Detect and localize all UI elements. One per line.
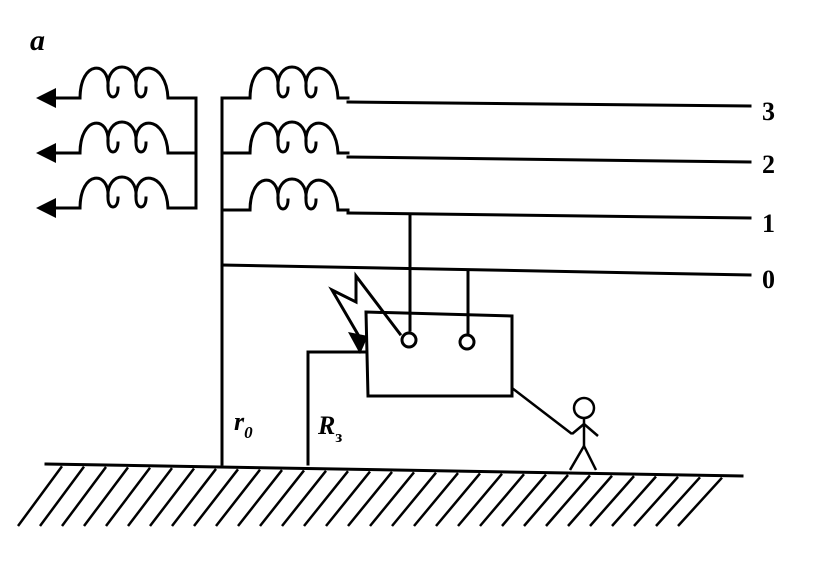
ground-hatch-line — [171, 468, 217, 527]
ground-hatch-line — [457, 473, 503, 527]
coil-icon — [78, 65, 198, 100]
line-label-3: 3 — [762, 97, 775, 126]
equipment-enclosure — [364, 212, 514, 398]
coil-icon — [248, 65, 350, 100]
ground-hatch-icon — [16, 462, 744, 527]
ground-hatch-line — [83, 466, 129, 527]
secondary-winding — [220, 65, 752, 466]
R3-label: Rз — [317, 411, 342, 446]
arrow-left-icon — [36, 198, 56, 218]
line-label-2: 2 — [762, 150, 775, 179]
panel-label: a — [30, 24, 45, 57]
line-label-1: 1 — [762, 209, 775, 238]
ground-hatch-line — [237, 469, 283, 527]
ground-hatch-line — [435, 472, 481, 527]
line-label-0: 0 — [762, 265, 775, 294]
enclosure-ground-wire — [306, 350, 368, 466]
ground-hatch-line — [523, 474, 569, 527]
ground-hatch-line — [369, 471, 415, 527]
arrow-left-icon — [36, 143, 56, 163]
ground-hatch-line — [633, 476, 679, 527]
ground-hatch-line — [303, 470, 349, 527]
ground-hatch-line — [38, 465, 86, 527]
ground-hatch-line — [127, 467, 173, 527]
line-3 — [346, 100, 752, 108]
line-2 — [346, 155, 752, 164]
ground-hatch-line — [677, 476, 723, 527]
ground-hatch-line — [479, 473, 525, 527]
terminal-line-1 — [400, 331, 418, 349]
line-1 — [346, 211, 752, 220]
coil-icon — [78, 175, 198, 210]
ground-hatch-line — [545, 474, 591, 527]
ground-hatch-line — [501, 473, 547, 527]
line-0 — [220, 263, 752, 277]
ground-hatch-line — [193, 468, 239, 527]
ground-hatch-line — [655, 476, 701, 527]
ground-hatch-line — [391, 471, 437, 527]
ground-hatch-line — [149, 467, 195, 527]
ground-hatch-line — [413, 472, 459, 527]
ground-hatch-line — [325, 470, 371, 527]
ground-hatch-line — [567, 474, 613, 527]
person-icon — [511, 387, 599, 471]
coil-icon — [248, 120, 350, 155]
r0-label: r0 — [234, 407, 253, 442]
lightning-bolt-icon — [328, 271, 403, 354]
ground-hatch-line — [281, 470, 327, 527]
arrow-left-icon — [36, 88, 56, 108]
coil-icon — [248, 177, 350, 212]
primary-winding — [36, 65, 198, 218]
coil-icon — [78, 120, 198, 155]
terminal-neutral — [458, 333, 476, 351]
ground-hatch-line — [16, 465, 64, 527]
ground-hatch-line — [215, 468, 261, 527]
ground-hatch-line — [259, 469, 305, 527]
ground-hatch-line — [105, 467, 151, 527]
ground-hatch-line — [589, 475, 635, 527]
ground-hatch-line — [611, 475, 657, 527]
ground-hatch-line — [347, 471, 393, 527]
ground-hatch-line — [60, 466, 108, 527]
